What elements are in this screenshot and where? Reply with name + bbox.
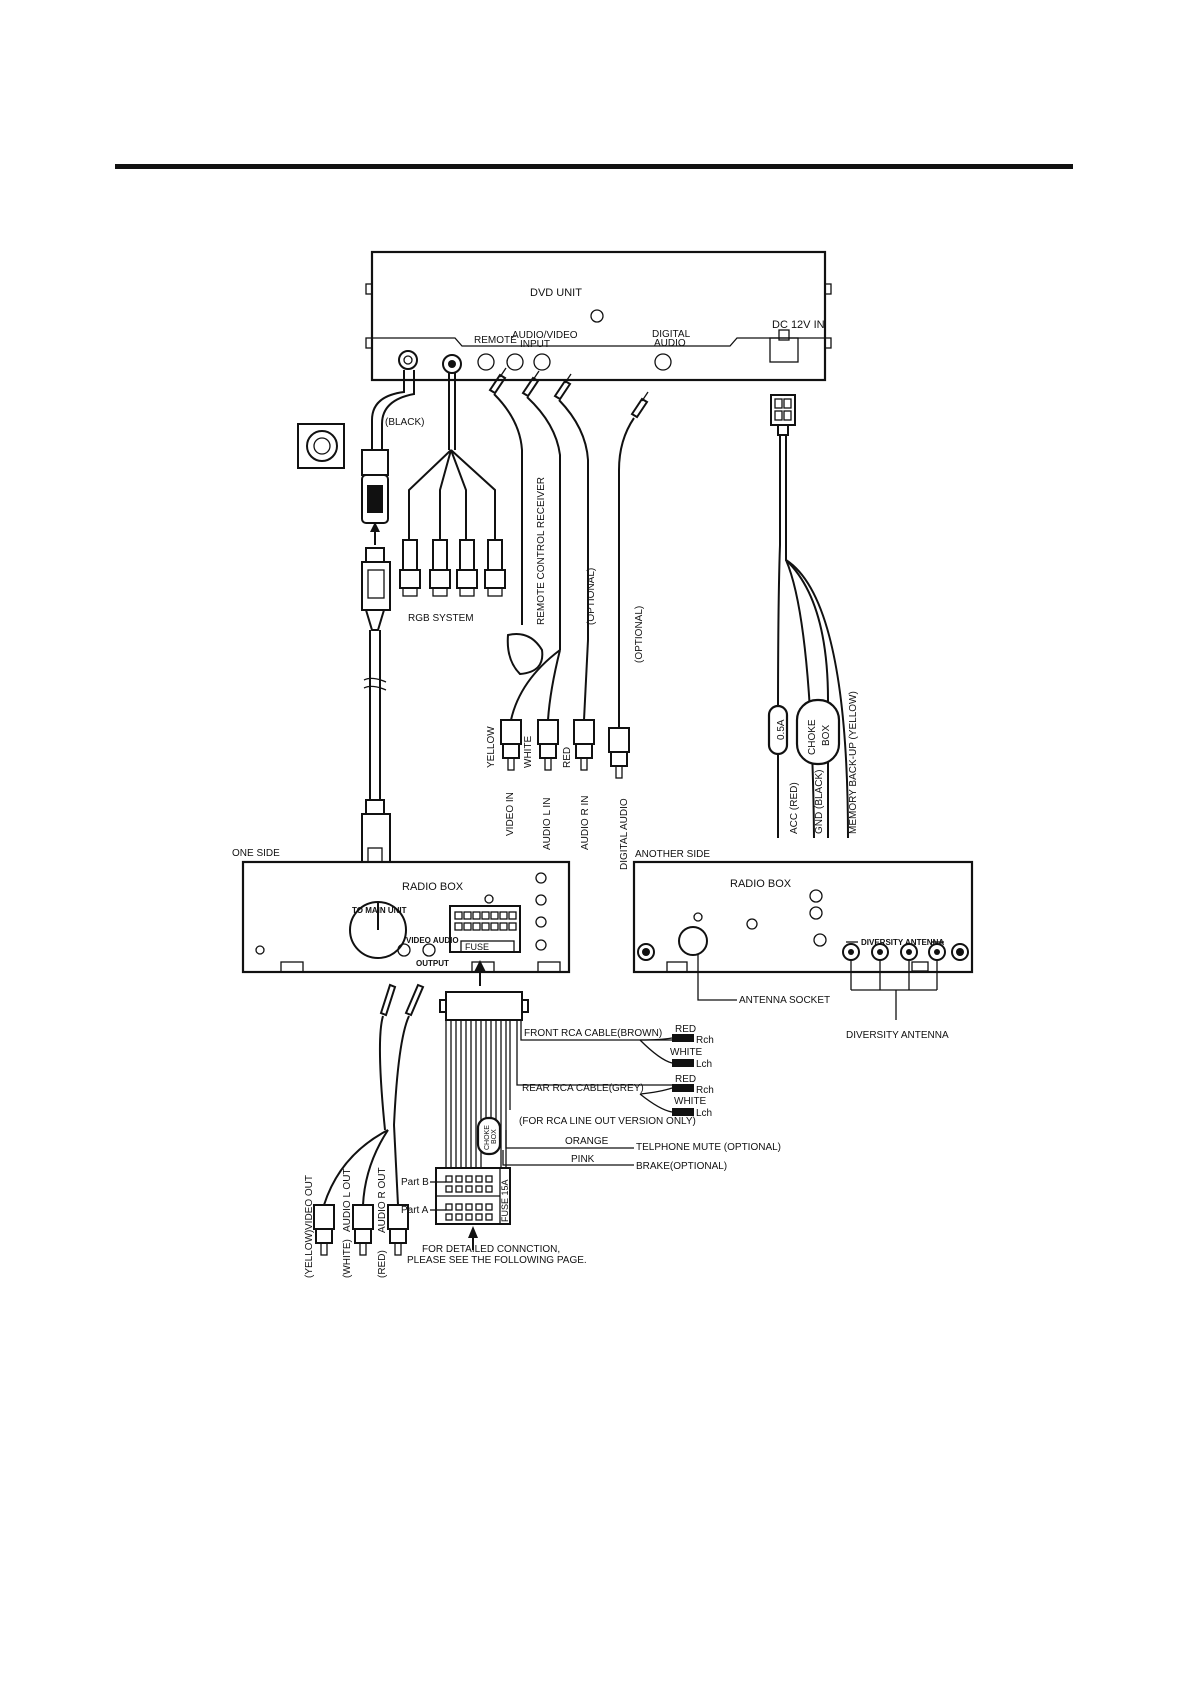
- pink-label: PINK: [571, 1154, 595, 1165]
- choke-label-1: CHOKE: [807, 719, 818, 755]
- yellow-out-label: (YELLOW): [304, 1230, 315, 1278]
- radio-box-one-side: ONE SIDE RADIO BOX TO MAIN UNIT VIDEO AU…: [232, 848, 571, 986]
- video-audio-label: VIDEO AUDIO: [406, 936, 459, 945]
- av-input-label-2: INPUT: [520, 339, 550, 350]
- output-label: OUTPUT: [416, 959, 449, 968]
- rca-audio-r-in: [573, 719, 595, 771]
- telephone-label: TELPHONE MUTE (OPTIONAL): [636, 1142, 781, 1153]
- dvd-unit: DVD UNIT REMOTE AUDIO/VIDEO INPUT DIGITA…: [365, 250, 832, 382]
- av-input-label-1: AUDIO/VIDEO: [512, 330, 578, 341]
- rca-video-out: [313, 1204, 335, 1256]
- main-cable: (BLACK): [297, 370, 424, 904]
- header-rule: [115, 164, 1073, 169]
- radio-box-another-title: RADIO BOX: [730, 878, 792, 890]
- yellow-label: YELLOW: [486, 726, 497, 768]
- antenna-socket-label: ANTENNA SOCKET: [739, 995, 830, 1006]
- rca-audio-l-out: [352, 1204, 374, 1256]
- memory-label: MEMORY BACK-UP (YELLOW): [848, 691, 859, 834]
- white-rca-label-2: WHITE: [674, 1096, 707, 1107]
- digital-audio-label: DIGITAL AUDIO: [619, 798, 630, 870]
- part-a-label: Part A: [401, 1205, 429, 1216]
- audio-r-out-label: AUDIO R OUT: [377, 1167, 388, 1233]
- rgb-plug-4: [484, 539, 506, 597]
- rgb-system-label: RGB SYSTEM: [408, 613, 474, 624]
- black-label: (BLACK): [385, 417, 424, 428]
- brake-label: BRAKE(OPTIONAL): [636, 1161, 727, 1172]
- white-rca-label-1: WHITE: [670, 1047, 703, 1058]
- rch-label-2: Rch: [696, 1085, 714, 1096]
- one-side-label: ONE SIDE: [232, 848, 280, 859]
- video-out-label: VIDEO OUT: [304, 1175, 315, 1230]
- lch-label-1: Lch: [696, 1059, 712, 1070]
- video-in-label: VIDEO IN: [505, 792, 516, 836]
- gnd-label: GND (BLACK): [814, 770, 825, 834]
- to-main-unit-label: TO MAIN UNIT: [352, 906, 407, 915]
- another-side-label: ANOTHER SIDE: [635, 849, 710, 860]
- rgb-plug-1: [399, 539, 421, 597]
- rgb-plug-3: [456, 539, 478, 597]
- acc-label: ACC (RED): [789, 782, 800, 834]
- rca-audio-l-in: [537, 719, 559, 771]
- digital-label-1: DIGITAL: [652, 329, 691, 340]
- detailed-note-1: FOR DETAILED CONNCTION,: [422, 1244, 560, 1255]
- audio-l-out-label: AUDIO L OUT: [342, 1168, 353, 1232]
- dvd-unit-title: DVD UNIT: [530, 287, 582, 299]
- radio-box-one-title: RADIO BOX: [402, 881, 464, 893]
- harness-choke-label-1: CHOKE: [484, 1125, 491, 1150]
- rch-label-1: Rch: [696, 1035, 714, 1046]
- rca-audio-r-out: [387, 1204, 409, 1256]
- power-harness: 0.5A CHOKE BOX ACC (RED) GND (BLACK) MEM…: [767, 394, 859, 839]
- white-out-label: (WHITE): [342, 1239, 353, 1278]
- choke-label-2: BOX: [821, 725, 832, 746]
- red-out-label: (RED): [377, 1250, 388, 1278]
- audio-r-in-label: AUDIO R IN: [580, 796, 591, 850]
- iso-harness: CHOKE BOX FRONT RCA CABLE(BROWN) REAR RC…: [401, 991, 781, 1266]
- white-label: WHITE: [523, 735, 534, 768]
- harness-choke-label-2: BOX: [491, 1129, 498, 1144]
- fuse-box-label: FUSE: [465, 942, 489, 952]
- front-rca-label: FRONT RCA CABLE(BROWN): [524, 1028, 662, 1039]
- optional-label-1: (OPTIONAL): [586, 568, 597, 625]
- remote-label: REMOTE: [474, 335, 517, 346]
- av-output-harness: (YELLOW) VIDEO OUT (WHITE) AUDIO L OUT (…: [304, 983, 425, 1278]
- red-rca-label-2: RED: [675, 1074, 696, 1085]
- fuse-15a-label: FUSE 15A: [500, 1179, 510, 1222]
- rear-rca-label: REAR RCA CABLE(GREY): [522, 1083, 644, 1094]
- digital-label-2: AUDIO: [654, 338, 686, 349]
- red-rca-label-1: RED: [675, 1024, 696, 1035]
- part-b-label: Part B: [401, 1177, 429, 1188]
- audio-l-in-label: AUDIO L IN: [542, 798, 553, 850]
- diversity-antenna-label: DIVERSITY ANTENNA: [846, 1030, 949, 1041]
- dc-in-label: DC 12V IN: [772, 319, 825, 331]
- optional-label-2: (OPTIONAL): [634, 606, 645, 663]
- rca-digital-audio: [608, 727, 630, 779]
- rca-video-in: [500, 719, 522, 771]
- orange-label: ORANGE: [565, 1136, 609, 1147]
- radio-box-another-side: ANOTHER SIDE RADIO BOX DIVERSITY ANTENNA…: [632, 849, 974, 1041]
- line-out-note: (FOR RCA LINE OUT VERSION ONLY): [519, 1116, 696, 1127]
- av-input-harness: REMOTE CONTROL RECEIVER (OPTIONAL) (OPTI…: [486, 367, 649, 870]
- lch-label-2: Lch: [696, 1108, 712, 1119]
- rgb-plug-2: [429, 539, 451, 597]
- remote-receiver-label: REMOTE CONTROL RECEIVER: [536, 477, 547, 625]
- rgb-system: RGB SYSTEM: [399, 372, 506, 624]
- fuse-label: 0.5A: [776, 719, 787, 740]
- red-label: RED: [562, 747, 573, 768]
- detailed-note-2: PLEASE SEE THE FOLLOWING PAGE.: [407, 1255, 587, 1266]
- diversity-label: DIVERSITY ANTENNA: [861, 938, 944, 947]
